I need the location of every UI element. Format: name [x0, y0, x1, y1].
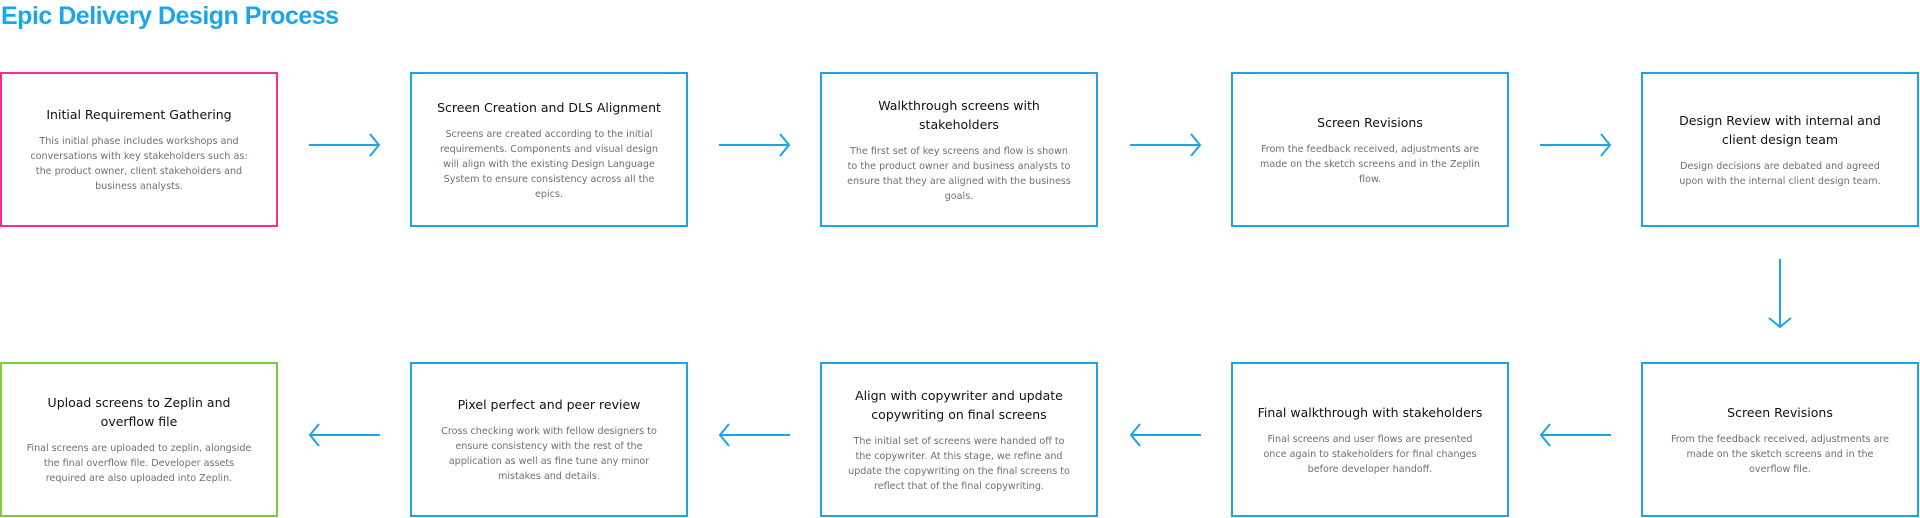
- step-initial-requirement-gathering: Initial Requirement Gathering This initi…: [0, 72, 278, 227]
- arrow-left-icon: [718, 423, 790, 447]
- step-design-review: Design Review with internal and client d…: [1641, 72, 1919, 227]
- step-description: Final screens are uploaded to zeplin, al…: [26, 443, 252, 484]
- step-final-walkthrough: Final walkthrough with stakeholders Fina…: [1231, 362, 1509, 517]
- step-description: The first set of key screens and flow is…: [847, 145, 1071, 202]
- step-screen-revisions-1: Screen Revisions From the feedback recei…: [1231, 72, 1509, 227]
- arrow-left-icon: [308, 423, 380, 447]
- step-title: Screen Revisions: [1727, 404, 1833, 420]
- step-description: Screens are created according to the ini…: [440, 128, 658, 200]
- step-description: The initial set of screens were handed o…: [848, 435, 1070, 492]
- step-description: This initial phase includes workshops an…: [30, 136, 248, 192]
- step-title: Final walkthrough with stakeholders: [1257, 404, 1483, 420]
- arrow-right-icon: [1130, 133, 1202, 157]
- arrow-right-icon: [719, 133, 791, 157]
- step-description: From the feedback received, adjustments …: [1260, 143, 1480, 185]
- step-title: Design Review with internal and client d…: [1679, 112, 1881, 147]
- step-title: Screen Creation and DLS Alignment: [437, 99, 661, 115]
- arrow-down-icon: [1768, 259, 1792, 329]
- step-description: From the feedback received, adjustments …: [1670, 433, 1890, 475]
- step-copywriting: Align with copywriter and update copywri…: [820, 362, 1098, 517]
- arrow-left-icon: [1129, 423, 1201, 447]
- step-screen-creation: Screen Creation and DLS Alignment Screen…: [410, 72, 688, 227]
- arrow-right-icon: [309, 133, 381, 157]
- step-pixel-perfect: Pixel perfect and peer review Cross chec…: [410, 362, 688, 517]
- arrow-right-icon: [1540, 133, 1612, 157]
- page-title: Epic Delivery Design Process: [1, 2, 339, 30]
- arrow-left-icon: [1539, 423, 1611, 447]
- step-title: Pixel perfect and peer review: [457, 397, 641, 412]
- step-description: Final screens and user flows are present…: [1263, 433, 1477, 475]
- step-walkthrough: Walkthrough screens with stakeholders Th…: [820, 72, 1098, 227]
- step-description: Cross checking work with fellow designer…: [441, 426, 657, 482]
- step-title: Upload screens to Zeplin and overflow fi…: [47, 395, 231, 429]
- step-title: Walkthrough screens with stakeholders: [878, 97, 1040, 132]
- step-screen-revisions-2: Screen Revisions From the feedback recei…: [1641, 362, 1919, 517]
- step-upload-zeplin: Upload screens to Zeplin and overflow fi…: [0, 362, 278, 517]
- step-description: Design decisions are debated and agreed …: [1679, 160, 1881, 187]
- step-title: Initial Requirement Gathering: [46, 107, 232, 122]
- step-title: Screen Revisions: [1317, 114, 1423, 130]
- step-title: Align with copywriter and update copywri…: [855, 387, 1063, 422]
